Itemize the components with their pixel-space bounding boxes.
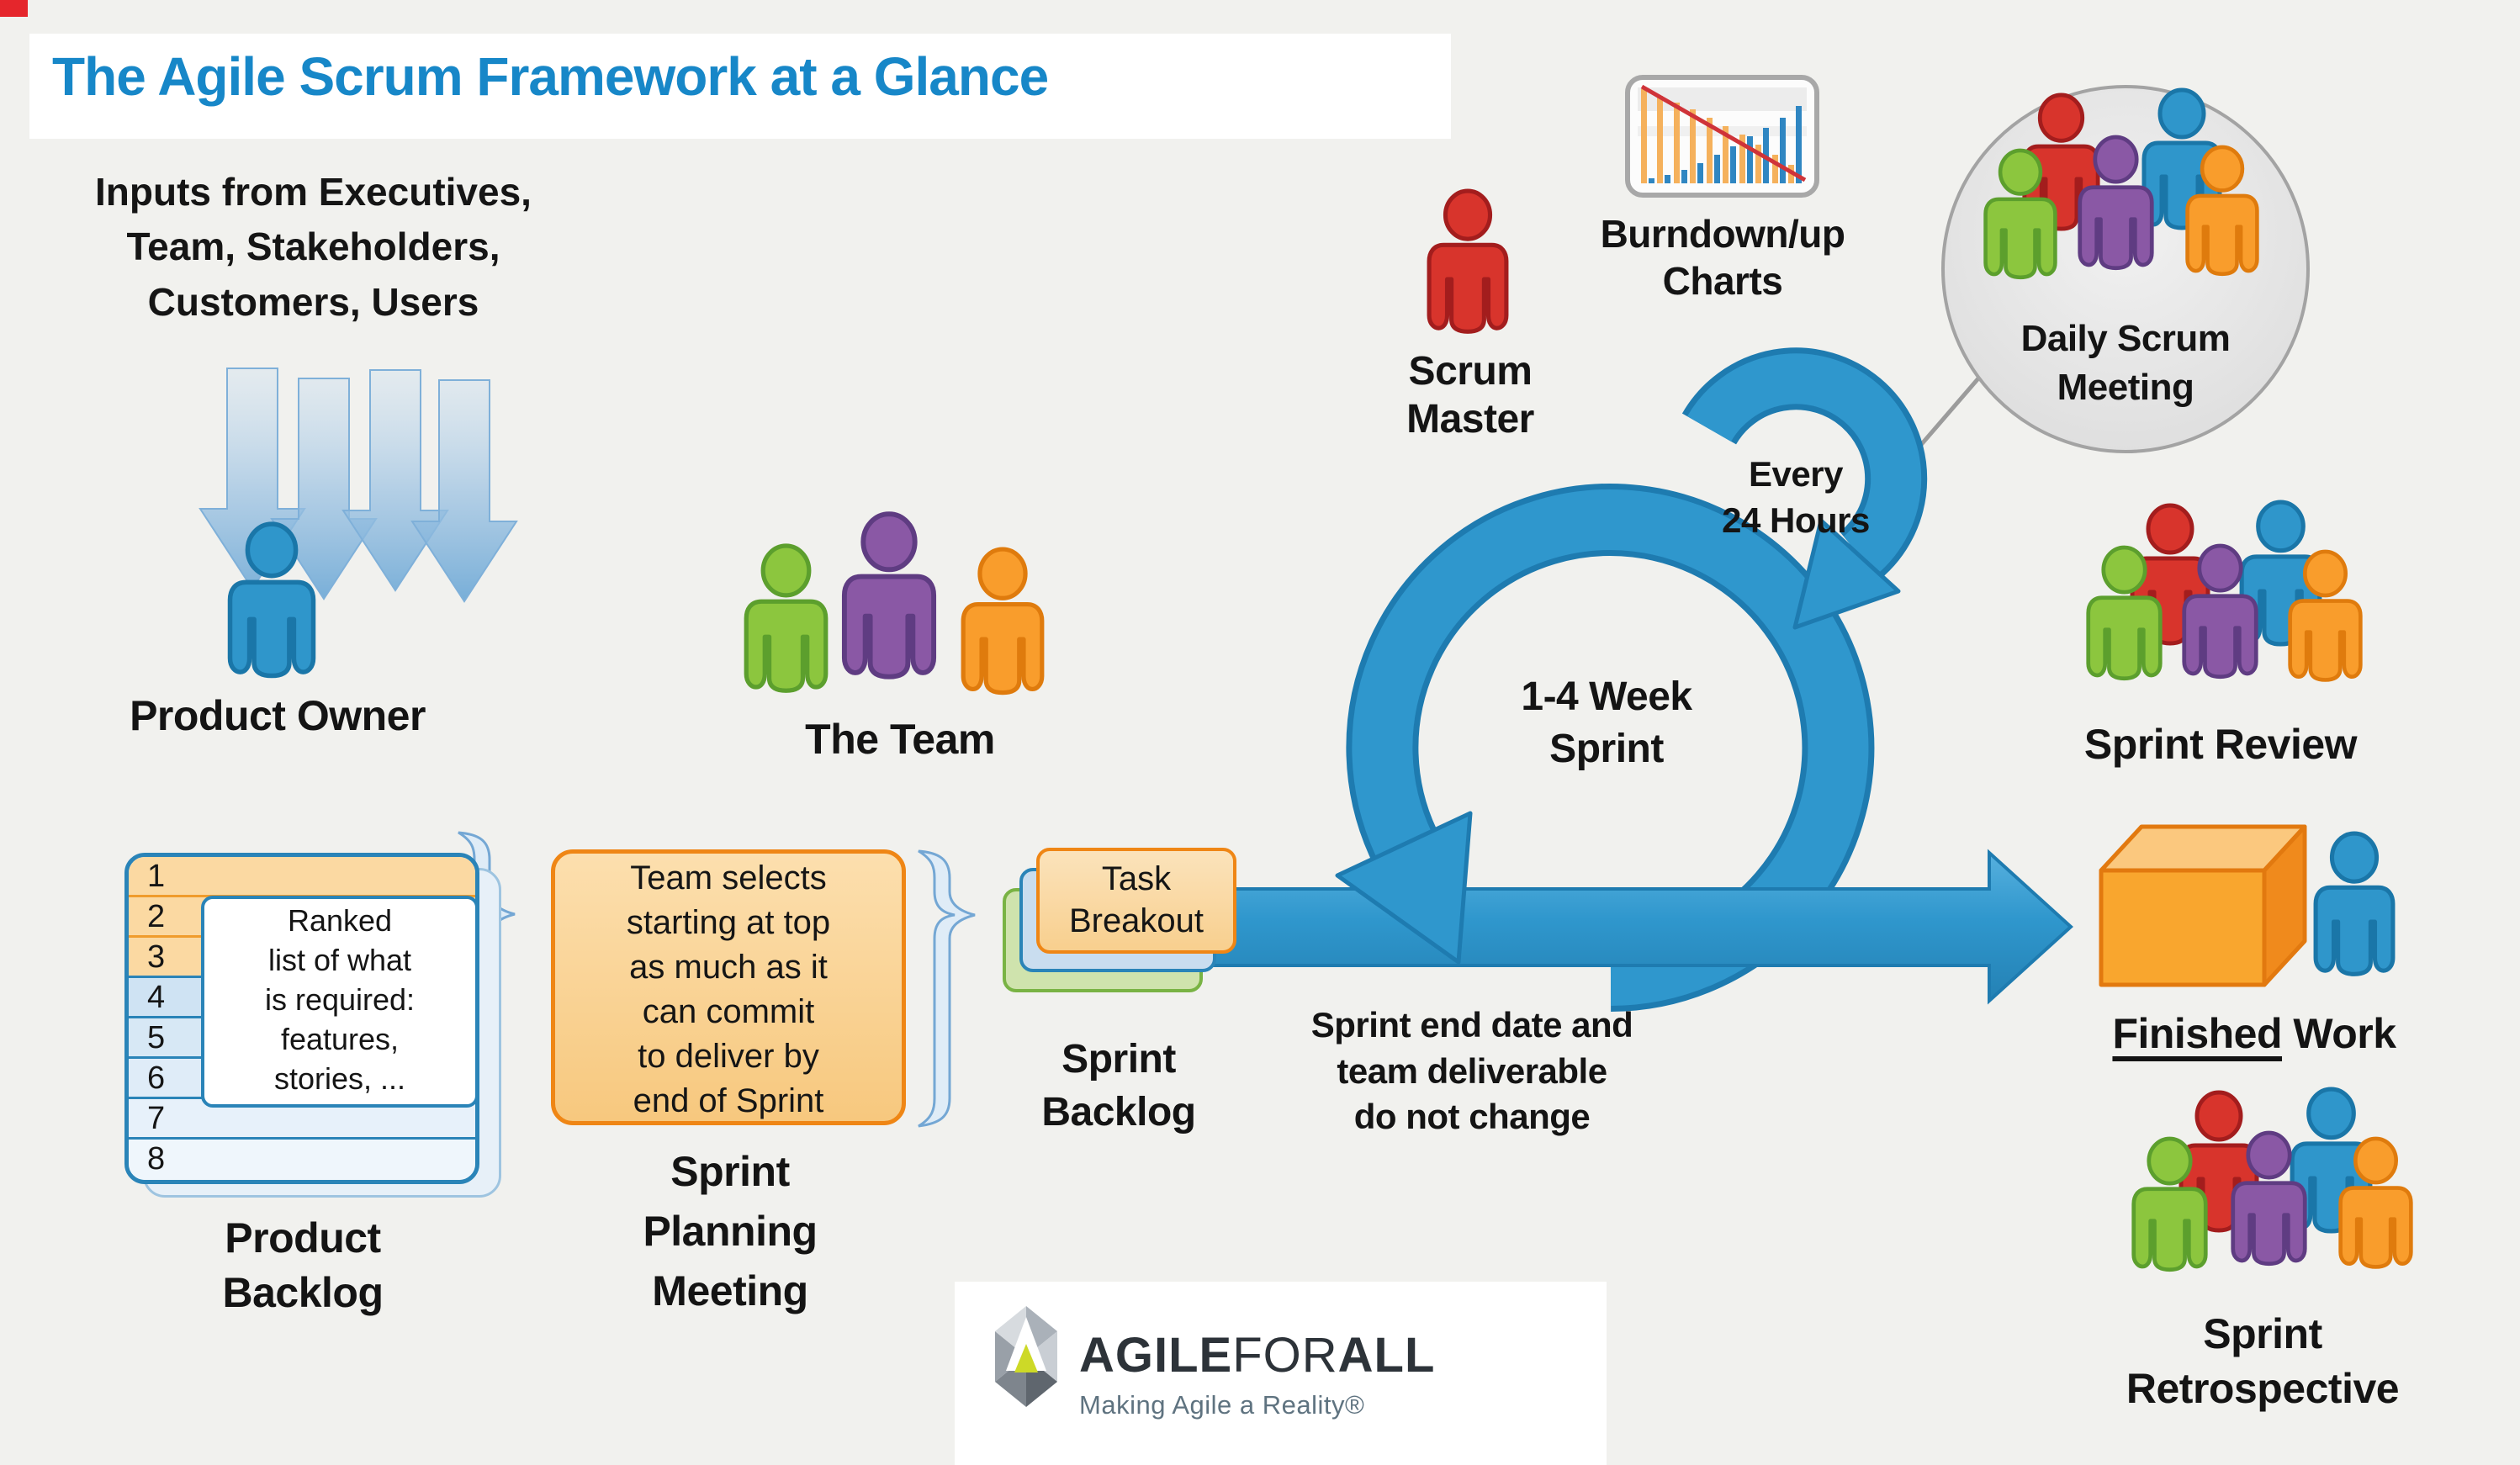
daily-scrum-label: Daily Scrum Meeting: [1999, 315, 2252, 412]
every-24-line: 24 Hours: [1722, 500, 1870, 541]
sprint-retrospective-line: Sprint: [2203, 1310, 2322, 1357]
team-label: The Team: [805, 716, 995, 763]
logo-panel: [955, 1282, 1607, 1465]
every-24-line: Every: [1749, 454, 1843, 494]
burndown-line: Charts: [1662, 259, 1783, 304]
finished-work-person-icon: [2316, 833, 2393, 974]
brand-word-all: ALL: [1337, 1328, 1436, 1383]
inputs-line: Customers, Users: [147, 279, 479, 324]
backlog-row-number: 1: [147, 859, 166, 894]
sprint-review-label: Sprint Review: [2083, 721, 2358, 768]
planning-line: starting at top: [626, 904, 831, 941]
sprint-loop-label: 1-4 Week Sprint: [1480, 671, 1733, 776]
brand-name: AGILEFORALL: [1079, 1327, 1435, 1383]
sprint-loop-line: Sprint: [1549, 727, 1664, 772]
sprint-planning-label: Sprint Planning Meeting: [600, 1142, 860, 1321]
burndown-chart-icon: [1625, 75, 1819, 198]
finished-work-box-icon: [2099, 824, 2307, 987]
planning-line: to deliver by: [638, 1038, 819, 1075]
sprint-review-group-icon: [2089, 502, 2361, 680]
sprint-rule-line: do not change: [1353, 1097, 1591, 1137]
sprint-backlog-line: Sprint: [1061, 1037, 1176, 1082]
sprint-planning-callout: Team selects starting at top as much as …: [551, 849, 906, 1125]
brand-gem-icon: [995, 1306, 1057, 1407]
backlog-row-number: 7: [147, 1101, 166, 1136]
page-title: The Agile Scrum Framework at a Glance: [52, 46, 1049, 107]
sprint-backlog-label: Sprint Backlog: [993, 1033, 1245, 1140]
backlog-row: 1: [129, 857, 475, 897]
sprint-backlog-line: Backlog: [1041, 1090, 1196, 1135]
brand-lockup: AGILEFORALL Making Agile a Reality®: [1079, 1327, 1435, 1420]
planning-brace-icon: [918, 849, 976, 1128]
scrum-master-icon: [1429, 191, 1506, 331]
inputs-down-arrows-icon: [199, 368, 518, 603]
planning-line: Team selects: [630, 859, 827, 896]
sprint-planning-line: Planning: [643, 1208, 818, 1255]
burndown-line: Burndown/up: [1600, 212, 1845, 256]
sprint-planning-line: Sprint: [670, 1148, 790, 1195]
brand-word-agile: AGILE: [1079, 1328, 1233, 1383]
daily-loop-arrow-icon: [1681, 347, 1928, 630]
sprint-rule-note: Sprint end date and team deliverable do …: [1300, 1002, 1644, 1140]
sprint-loop-line: 1-4 Week: [1521, 674, 1692, 719]
work-word: Work: [2282, 1010, 2396, 1057]
sprint-rule-line: Sprint end date and: [1310, 1005, 1633, 1045]
backlog-row-number: 2: [147, 899, 166, 934]
ranked-note: Ranked list of what is required: feature…: [201, 896, 475, 1108]
daily-scrum-line: Meeting: [2057, 367, 2194, 409]
scrum-master-line: Scrum: [1408, 349, 1533, 394]
inputs-line: Inputs from Executives,: [95, 170, 532, 214]
ranked-note-line: stories, ...: [273, 1061, 406, 1096]
product-backlog-label: Product Backlog: [172, 1211, 433, 1320]
sprint-retrospective-line: Retrospective: [2126, 1365, 2400, 1412]
brand-tagline: Making Agile a Reality®: [1079, 1390, 1365, 1420]
corner-artifact: [0, 0, 28, 17]
ranked-note-line: list of what: [267, 943, 412, 977]
brand-word-for: FOR: [1232, 1328, 1338, 1383]
daily-scrum-line: Daily Scrum: [2020, 318, 2231, 359]
finished-word: Finished: [2112, 1010, 2283, 1057]
product-backlog-line: Backlog: [222, 1269, 384, 1316]
scrum-master-label: Scrum Master: [1344, 348, 1596, 443]
planning-line: end of Sprint: [633, 1082, 824, 1119]
finished-work-label: Finished Work: [2078, 1009, 2431, 1058]
sprint-retrospective-group-icon: [2134, 1089, 2411, 1270]
sprint-loop-arrowhead-icon: [1335, 811, 1473, 965]
planning-line: as much as it: [629, 949, 828, 986]
ranked-note-line: Ranked: [287, 903, 393, 938]
inputs-line: Team, Stakeholders,: [126, 225, 500, 269]
task-breakout-line: Task: [1101, 860, 1172, 897]
burndown-label: Burndown/up Charts: [1538, 210, 1908, 304]
backlog-row-number: 5: [147, 1020, 166, 1055]
team-icon: [746, 514, 1042, 692]
title-band: [29, 34, 1451, 139]
inputs-note: Inputs from Executives, Team, Stakeholde…: [34, 165, 593, 330]
backlog-row-number: 6: [147, 1060, 166, 1096]
backlog-row: 8: [129, 1140, 475, 1180]
product-backlog-list: 1 2 3 4 5 6 7 8 Ranked list of what is r…: [124, 853, 479, 1184]
sprint-retrospective-label: Sprint Retrospective: [2044, 1307, 2481, 1416]
task-breakout-card: Task Breakout: [1036, 848, 1236, 954]
ranked-note-line: features,: [280, 1022, 400, 1056]
product-owner-label: Product Owner: [130, 692, 426, 739]
sprint-planning-line: Meeting: [652, 1267, 808, 1314]
backlog-row-number: 4: [147, 980, 166, 1015]
every-24-hours-label: Every 24 Hours: [1707, 451, 1884, 544]
planning-line: can commit: [642, 993, 815, 1030]
ranked-note-line: is required:: [264, 982, 416, 1017]
scrum-master-line: Master: [1406, 396, 1534, 442]
task-breakout-line: Breakout: [1068, 902, 1204, 939]
backlog-row-number: 3: [147, 939, 166, 975]
product-backlog-line: Product: [225, 1214, 381, 1261]
backlog-row-number: 8: [147, 1141, 166, 1177]
sprint-rule-line: team deliverable: [1337, 1050, 1607, 1091]
